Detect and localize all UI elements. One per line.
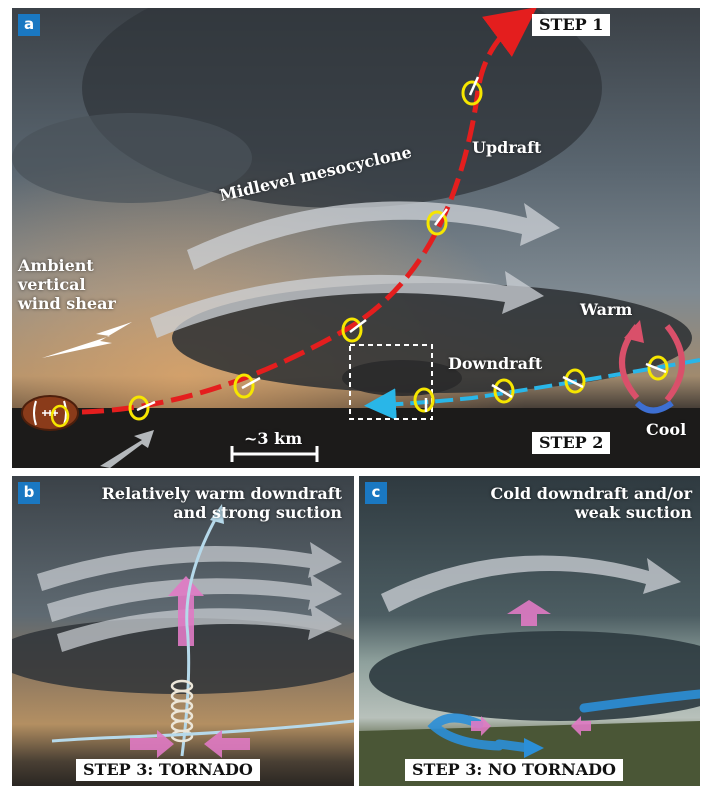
warm-label: Warm: [580, 300, 633, 319]
ambient-label-line-1: Ambient: [18, 256, 94, 275]
panel-a-tag: a: [18, 14, 40, 36]
suction-arrow-icon: [471, 716, 591, 736]
rotation-icon: [128, 395, 156, 421]
rotation-icon: [233, 373, 261, 399]
panel-b-step-label: STEP 3: TORNADO: [76, 759, 260, 781]
rotation-icon: [426, 208, 448, 236]
ambient-label-line-2: vertical: [18, 275, 86, 294]
inflow-arrow-icon: [100, 430, 154, 468]
panel-c: c Cold downdraft and/or weak suction STE…: [359, 476, 700, 786]
downdraft-label: Downdraft: [448, 354, 543, 373]
panel-c-title-line-2: weak suction: [574, 503, 692, 522]
panel-a-scene: [12, 8, 700, 468]
ambient-label-line-3: wind shear: [18, 294, 116, 313]
panel-b-title-line-1: Relatively warm downdraft: [101, 484, 342, 503]
rotation-icon: [341, 317, 367, 343]
football-icon: [21, 395, 79, 431]
scale-label: ~3 km: [244, 429, 303, 448]
rotation-icon: [413, 387, 435, 413]
panel-c-step-label: STEP 3: NO TORNADO: [405, 759, 623, 781]
panel-c-title-line-1: Cold downdraft and/or: [490, 484, 692, 503]
step-1-label: STEP 1: [532, 14, 611, 36]
scale-bar: [230, 446, 319, 462]
flow-arrow-icon: [381, 555, 681, 612]
panel-a: a STEP 1 Updraft Midlevel mesocyclone Am…: [12, 8, 700, 468]
suction-arrow-icon: [507, 600, 551, 626]
rotation-icon: [645, 355, 669, 381]
wind-shear-icon: [42, 322, 132, 358]
panel-b-title-line-2: and strong suction: [173, 503, 342, 522]
rotation-icon: [461, 76, 483, 106]
suction-arrow-icon: [130, 730, 250, 758]
step-2-label: STEP 2: [532, 432, 611, 454]
flow-arrow-icon: [37, 542, 342, 652]
warm-cool-circulation-icon: [619, 320, 685, 414]
panel-b: b Relatively warm downdraft and strong s…: [12, 476, 354, 786]
cool-label: Cool: [646, 420, 687, 439]
updraft-label: Updraft: [472, 138, 542, 157]
panel-b-tag: b: [18, 482, 40, 504]
panel-b-scene: [12, 476, 354, 786]
panel-c-scene: [359, 476, 700, 786]
tornado-region-box: [349, 344, 433, 420]
rotation-icon: [562, 368, 586, 394]
inflow-line: [51, 719, 354, 743]
rotation-icon: [491, 378, 515, 404]
panel-c-tag: c: [365, 482, 387, 504]
updraft-path: [81, 8, 538, 415]
flow-arrow-icon: [150, 201, 560, 338]
